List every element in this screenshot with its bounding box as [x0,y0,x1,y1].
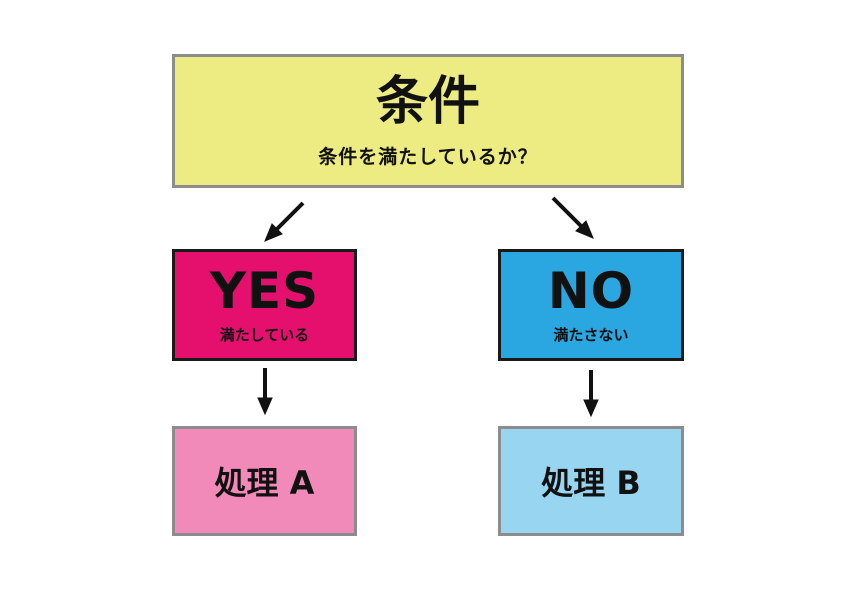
arrow-yes-to-process-a [257,368,273,416]
no-sublabel: 満たさない [553,325,629,344]
arrow-no-to-process-b [583,370,599,418]
process-b-label: 処理 B [541,464,641,502]
process-a-label: 処理 A [214,464,315,502]
no-label: NO [547,261,635,320]
arrow-to-no [551,196,594,239]
yes-box: YES 満たしている [172,249,357,361]
yes-label: YES [209,261,320,320]
arrow-to-yes [264,201,305,242]
condition-box: 条件 条件を満たしているか？ [172,54,684,188]
condition-title: 条件 [375,71,480,132]
process-a-box: 処理 A [172,426,357,536]
process-b-box: 処理 B [498,426,684,536]
yes-sublabel: 満たしている [219,325,310,344]
no-box: NO 満たさない [498,249,684,361]
condition-question: 条件を満たしているか？ [318,145,538,168]
